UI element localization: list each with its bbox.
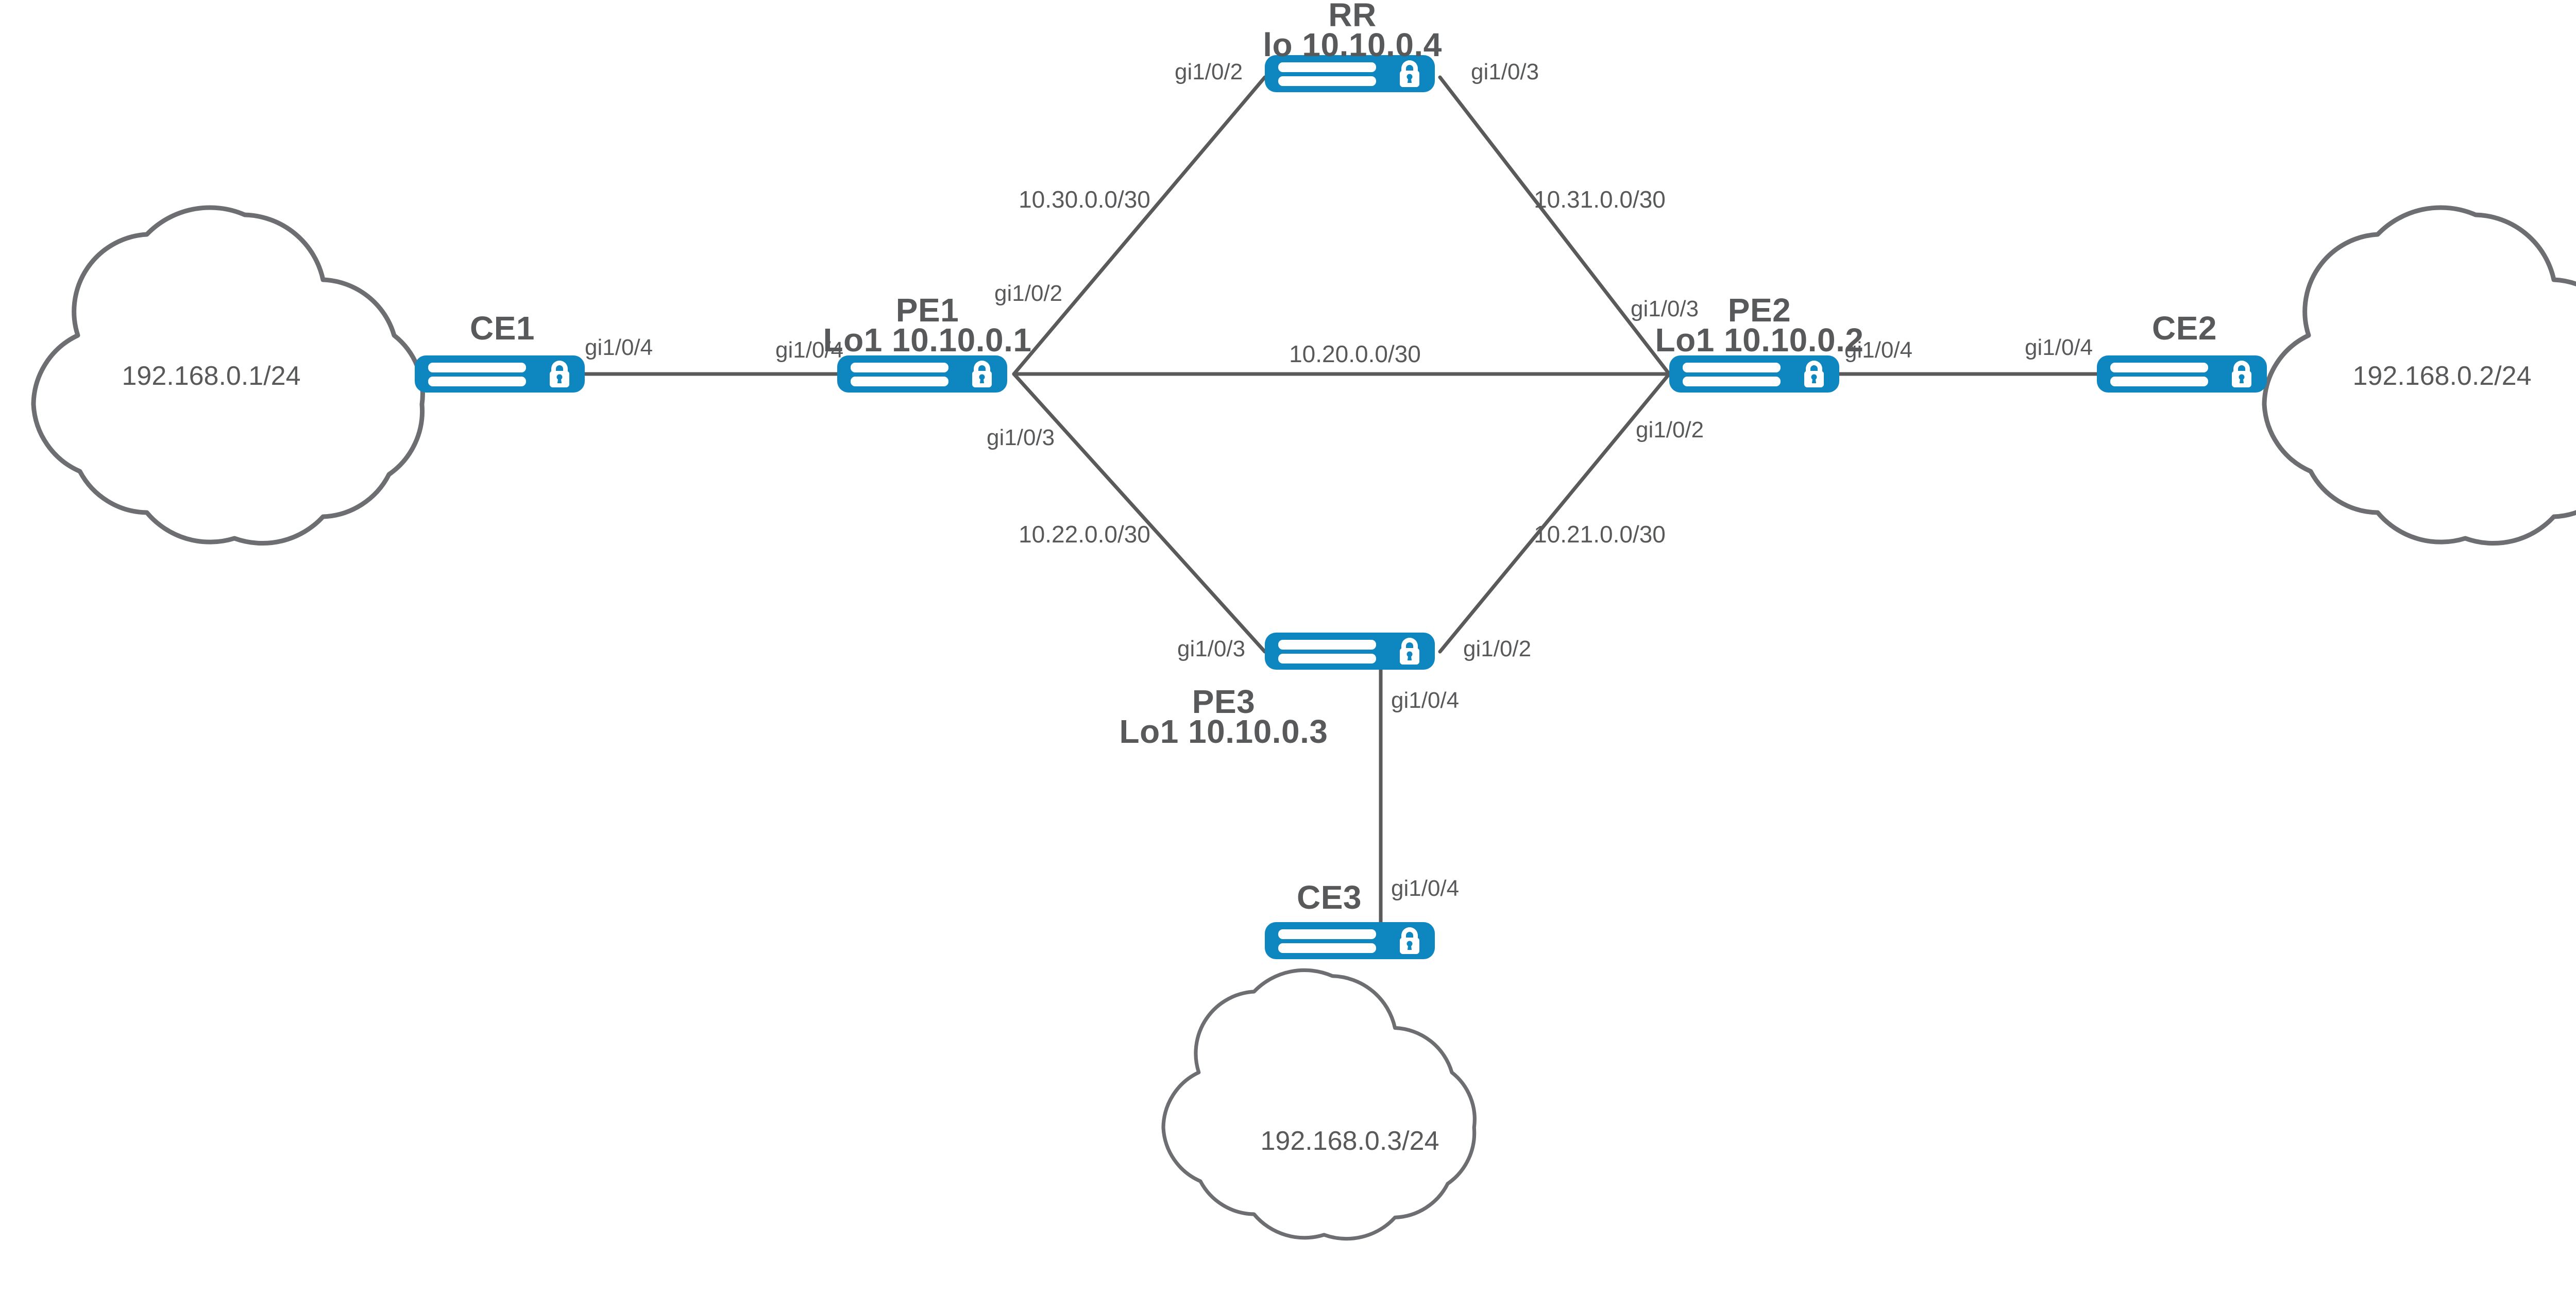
device-ce3[interactable] [1265,922,1435,959]
device-pe3[interactable] [1265,633,1435,670]
device-label-pe2-name: PE2 [1727,292,1791,329]
cloud-bottom-shape [1163,970,1475,1238]
device-label-rr-sublabel: lo 10.10.0.4 [1263,26,1442,63]
device-pe1[interactable] [837,355,1007,393]
device-ce1[interactable] [415,355,585,393]
device-label-ce2-name: CE2 [2152,310,2217,347]
interface-label-pe2-gi1-0-4: gi1/0/4 [1844,337,1913,363]
interface-label-rr-gi1-0-3: gi1/0/3 [1471,59,1539,84]
link-layer [583,75,2099,943]
device-label-pe2-sublabel: Lo1 10.10.0.2 [1655,321,1864,359]
device-label-pe1-name: PE1 [895,292,959,329]
device-label-pe1-sublabel: Lo1 10.10.0.1 [823,321,1032,359]
device-ce2[interactable] [2097,355,2267,393]
network-label-rr-pe2: 10.31.0.0/30 [1534,186,1666,213]
network-label-pe1-rr: 10.30.0.0/30 [1019,186,1150,213]
network-label-pe1-pe2: 10.20.0.0/30 [1289,341,1421,367]
device-layer [415,55,2267,959]
network-label-pe3-pe2: 10.21.0.0/30 [1534,521,1666,548]
cloud-label-right: 192.168.0.2/24 [2352,361,2532,391]
link-pe1-rr[interactable] [1012,75,1267,376]
interface-label-pe1-gi1-0-3: gi1/0/3 [987,425,1055,450]
device-label-rr-name: RR [1328,0,1377,33]
interface-label-pe1-gi1-0-2: gi1/0/2 [994,281,1063,306]
interface-label-pe2-gi1-0-3: gi1/0/3 [1631,296,1699,321]
cloud-label-bottom: 192.168.0.3/24 [1260,1126,1439,1156]
interface-label-rr-gi1-0-2: gi1/0/2 [1175,59,1243,84]
interface-label-ce1-gi1-0-4: gi1/0/4 [585,335,653,360]
link-rr-pe2[interactable] [1438,75,1671,376]
link-pe1-pe3[interactable] [1012,372,1267,654]
cloud-label-left: 192.168.0.1/24 [122,361,301,391]
interface-label-pe3-gi1-0-4: gi1/0/4 [1391,688,1460,713]
device-label-pe3-name: PE3 [1192,683,1256,720]
interface-label-pe1-gi1-0-4: gi1/0/4 [775,337,844,363]
network-label-pe1-pe3: 10.22.0.0/30 [1019,521,1150,548]
link-pe3-pe2[interactable] [1438,372,1671,654]
interface-label-pe3-gi1-0-3: gi1/0/3 [1177,636,1246,661]
interface-label-ce2-gi1-0-4: gi1/0/4 [2025,335,2093,360]
device-label-ce1-name: CE1 [470,310,535,347]
device-label-pe3-sublabel: Lo1 10.10.0.3 [1119,713,1328,750]
interface-label-pe2-gi1-0-2: gi1/0/2 [1636,417,1704,443]
interface-label-ce3-gi1-0-4: gi1/0/4 [1391,876,1460,901]
device-label-ce3-name: CE3 [1297,879,1362,916]
interface-label-pe3-gi1-0-2: gi1/0/2 [1463,636,1532,661]
device-pe2[interactable] [1669,355,1839,393]
